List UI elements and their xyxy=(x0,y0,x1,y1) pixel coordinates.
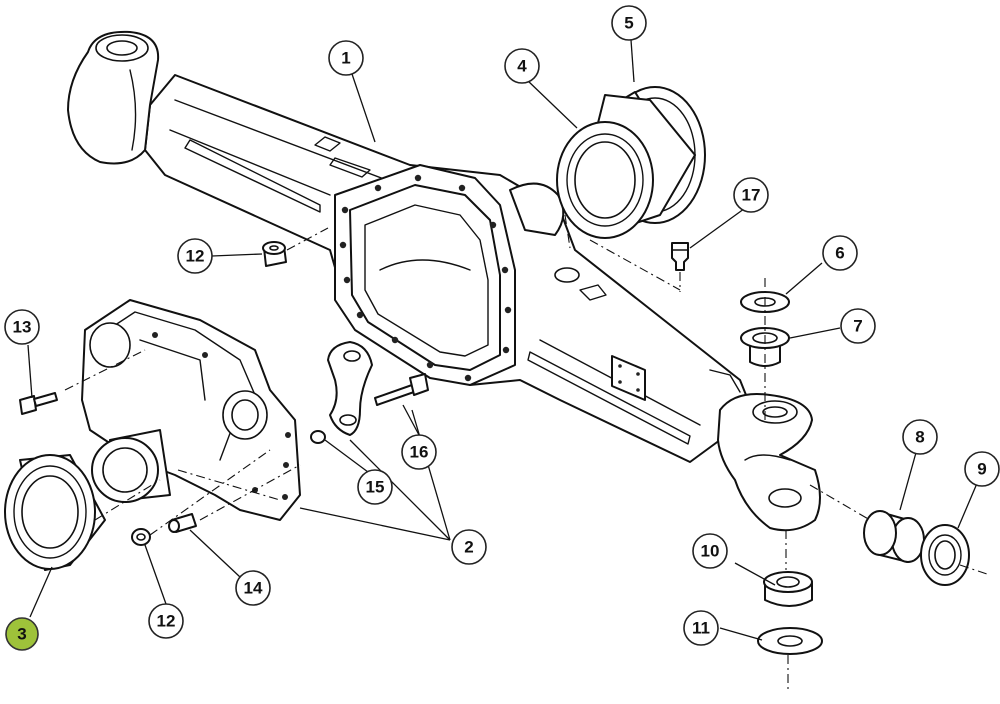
callout-12-upper: 12 xyxy=(177,238,213,274)
seal-part-4 xyxy=(556,94,696,239)
callout-4-label: 4 xyxy=(517,57,527,76)
bolt-13 xyxy=(19,392,58,415)
callout-15: 15 xyxy=(357,469,393,505)
grease-fitting-17 xyxy=(671,242,689,271)
callout-17: 17 xyxy=(733,177,769,213)
callout-17-label: 17 xyxy=(742,186,761,205)
callout-7: 7 xyxy=(840,308,876,344)
callout-7-label: 7 xyxy=(853,317,862,336)
callout-12-upper-label: 12 xyxy=(186,247,205,266)
bearing-cup-3 xyxy=(4,454,106,571)
bushing-10 xyxy=(763,571,813,607)
callout-13: 13 xyxy=(4,309,40,345)
callout-3-label: 3 xyxy=(17,625,26,644)
callout-13-label: 13 xyxy=(13,318,32,337)
washer-11 xyxy=(757,627,823,655)
callout-9-label: 9 xyxy=(977,460,986,479)
callout-3: 3 xyxy=(5,617,39,651)
callout-5-label: 5 xyxy=(624,14,633,33)
callout-1-label: 1 xyxy=(341,49,350,68)
callout-14: 14 xyxy=(235,570,271,606)
callout-8-label: 8 xyxy=(915,428,924,447)
callout-16: 16 xyxy=(401,434,437,470)
callout-12-lower: 12 xyxy=(148,603,184,639)
bolt-16 xyxy=(374,373,429,406)
callout-11: 11 xyxy=(683,610,719,646)
callout-1: 1 xyxy=(328,40,364,76)
callout-16-label: 16 xyxy=(410,443,429,462)
callout-14-label: 14 xyxy=(244,579,263,598)
assembly-axis-lines xyxy=(64,214,991,690)
callout-8: 8 xyxy=(902,419,938,455)
callout-2-label: 2 xyxy=(464,538,473,557)
bearing-cap-2 xyxy=(327,341,373,436)
bushing-8 xyxy=(863,510,925,563)
callout-11-label: 11 xyxy=(692,619,710,638)
bearing-cap-housing xyxy=(81,299,301,521)
callout-5: 5 xyxy=(611,5,647,41)
leader-lines xyxy=(27,39,979,641)
axle-housing xyxy=(67,30,821,532)
dowel-15 xyxy=(310,430,326,444)
nut-12-upper xyxy=(262,241,287,267)
nut-12-lower xyxy=(131,528,151,546)
callout-6: 6 xyxy=(822,235,858,271)
callout-15-label: 15 xyxy=(366,478,385,497)
seal-9 xyxy=(920,524,970,586)
callout-4: 4 xyxy=(504,48,540,84)
callout-12-lower-label: 12 xyxy=(157,612,176,631)
callout-9: 9 xyxy=(964,451,1000,487)
callout-6-label: 6 xyxy=(835,244,844,263)
callout-2: 2 xyxy=(451,529,487,565)
dowel-14 xyxy=(168,513,197,533)
callout-10: 10 xyxy=(692,533,728,569)
callout-10-label: 10 xyxy=(701,542,720,561)
